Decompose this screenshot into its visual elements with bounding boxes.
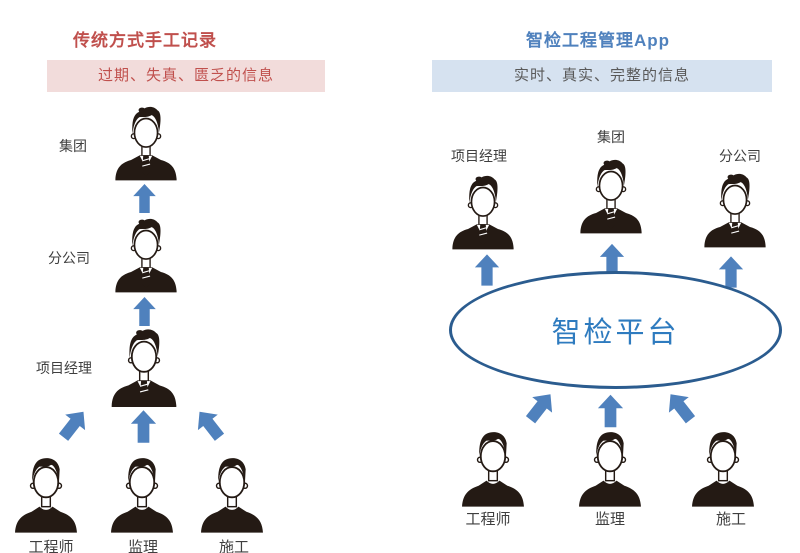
left-panel-title: 传统方式手工记录	[73, 31, 217, 50]
left-label-supervisor: 监理	[127, 539, 158, 553]
left-person-supervisor	[106, 452, 178, 534]
platform-label: 智检平台	[551, 317, 680, 349]
right-person-branch	[701, 171, 769, 249]
up-arrow-icon	[130, 410, 157, 443]
suit-person-icon	[449, 173, 517, 251]
up-arrow-icon	[131, 297, 158, 326]
right-person-group	[577, 157, 645, 235]
right-person-engineer	[457, 426, 529, 508]
right-label-branch: 分公司	[719, 148, 761, 164]
right-banner: 实时、真实、完整的信息	[432, 60, 772, 92]
right-person-construction	[687, 426, 759, 508]
left-label-construction: 施工	[218, 539, 249, 553]
right-person-pm	[449, 173, 517, 251]
suit-person-icon	[577, 157, 645, 235]
left-arrow-engineer-to-pm	[53, 403, 95, 446]
right-label-group: 集团	[597, 129, 625, 145]
left-person-pm	[108, 328, 180, 407]
left-person-construction	[196, 452, 268, 534]
right-panel-title: 智检工程管理App	[525, 31, 671, 50]
platform-ellipse: 智检平台	[449, 271, 782, 389]
up-arrow-icon	[189, 403, 231, 446]
left-banner: 过期、失真、匮乏的信息	[47, 60, 325, 92]
up-arrow-icon	[474, 254, 500, 286]
right-arrow-platform-to-branch	[718, 256, 744, 288]
worker-person-icon	[10, 452, 82, 534]
right-label-construction: 施工	[715, 511, 746, 528]
suit-person-icon	[701, 171, 769, 249]
worker-person-icon	[574, 426, 646, 508]
up-arrow-icon	[659, 385, 701, 428]
up-arrow-icon	[718, 256, 744, 288]
left-arrow-pm-to-branch	[131, 297, 158, 326]
right-label-engineer: 工程师	[465, 511, 511, 528]
worker-person-icon	[106, 452, 178, 534]
up-arrow-icon	[597, 393, 624, 429]
worker-person-icon	[457, 426, 529, 508]
worker-person-icon	[687, 426, 759, 508]
right-person-supervisor	[574, 426, 646, 508]
left-arrow-branch-to-group	[131, 184, 158, 213]
left-label-engineer: 工程师	[28, 539, 74, 553]
left-person-branch	[112, 216, 180, 294]
suit-person-icon	[112, 104, 180, 182]
right-label-pm: 项目经理	[451, 148, 507, 164]
right-arrow-engineer-to-platform	[519, 385, 561, 428]
suit-person-icon	[112, 216, 180, 294]
up-arrow-icon	[53, 403, 95, 446]
right-arrow-supervisor-to-platform	[597, 393, 624, 429]
right-label-supervisor: 监理	[594, 511, 625, 528]
suit-person-icon	[108, 328, 180, 407]
up-arrow-icon	[131, 184, 158, 213]
left-person-engineer	[10, 452, 82, 534]
right-arrow-construction-to-platform	[659, 385, 701, 428]
left-arrow-supervisor-to-pm	[130, 410, 157, 443]
right-arrow-platform-to-pm	[474, 254, 500, 286]
up-arrow-icon	[519, 385, 561, 428]
left-arrow-construction-to-pm	[189, 403, 231, 446]
left-label-pm: 项目经理	[36, 360, 92, 376]
worker-person-icon	[196, 452, 268, 534]
left-label-branch: 分公司	[48, 250, 90, 266]
left-label-group: 集团	[59, 138, 87, 154]
left-person-group	[112, 104, 180, 182]
